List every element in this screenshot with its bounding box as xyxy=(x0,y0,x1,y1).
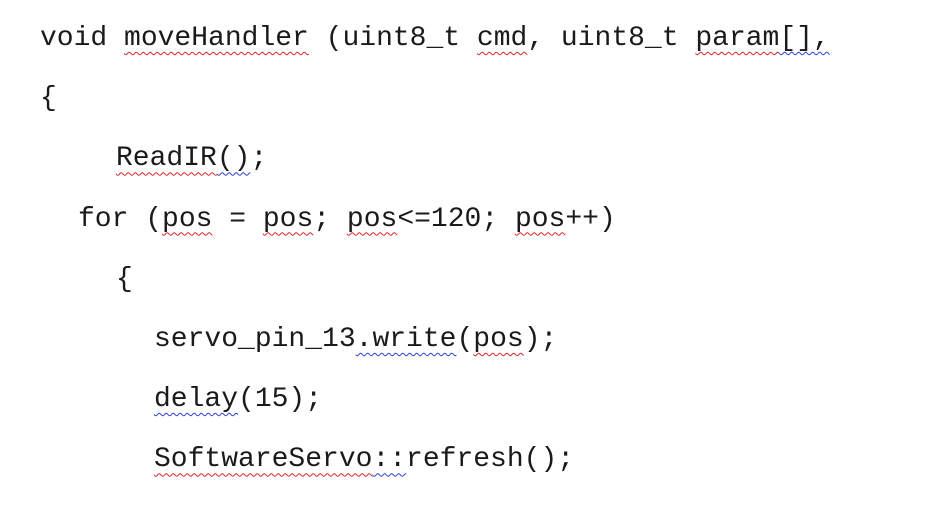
code-line: void moveHandler (uint8_t cmd, uint8_t p… xyxy=(40,19,830,59)
code-token: .write xyxy=(355,324,457,355)
code-token: <=120; xyxy=(397,203,515,235)
code-token: ReadIR xyxy=(116,143,217,175)
code-token: :: xyxy=(372,444,407,476)
code-token: pos xyxy=(473,324,524,355)
code-token: pos xyxy=(514,203,566,235)
code-token: pos xyxy=(162,203,213,235)
code-line: { xyxy=(40,79,57,119)
code-line: for (pos = pos; pos<=120; pos++) xyxy=(78,200,616,240)
code-token: void xyxy=(40,23,125,54)
code-token: () xyxy=(216,143,251,175)
code-token: refresh(); xyxy=(406,444,575,476)
code-token: ++) xyxy=(565,203,616,235)
code-token: ( xyxy=(456,324,474,355)
code-token: pos xyxy=(262,203,314,235)
code-token: = xyxy=(212,203,263,235)
code-token: { xyxy=(40,83,57,115)
code-line: { xyxy=(116,260,133,300)
code-token: [], xyxy=(779,23,830,54)
code-token: delay xyxy=(154,384,239,416)
code-token: SoftwareServo xyxy=(154,444,373,476)
code-token: ; xyxy=(313,203,347,235)
code-line: servo_pin_13.write(pos); xyxy=(154,320,557,360)
code-token: (15); xyxy=(238,384,323,416)
code-token: ); xyxy=(523,324,558,355)
code-token: { xyxy=(116,263,133,295)
code-token: for ( xyxy=(78,203,163,235)
code-line: SoftwareServo::refresh(); xyxy=(154,440,574,480)
code-token: param xyxy=(695,23,780,54)
code-line: delay(15); xyxy=(154,380,322,420)
code-token: pos xyxy=(346,203,398,235)
code-token: moveHandler xyxy=(124,23,309,54)
code-token: ; xyxy=(250,143,268,175)
code-token: cmd xyxy=(476,23,528,54)
code-line: ReadIR(); xyxy=(116,139,267,179)
code-token: , uint8_t xyxy=(527,23,696,54)
code-token: (uint8_t xyxy=(308,23,477,54)
code-token: servo_pin_13 xyxy=(154,324,356,355)
